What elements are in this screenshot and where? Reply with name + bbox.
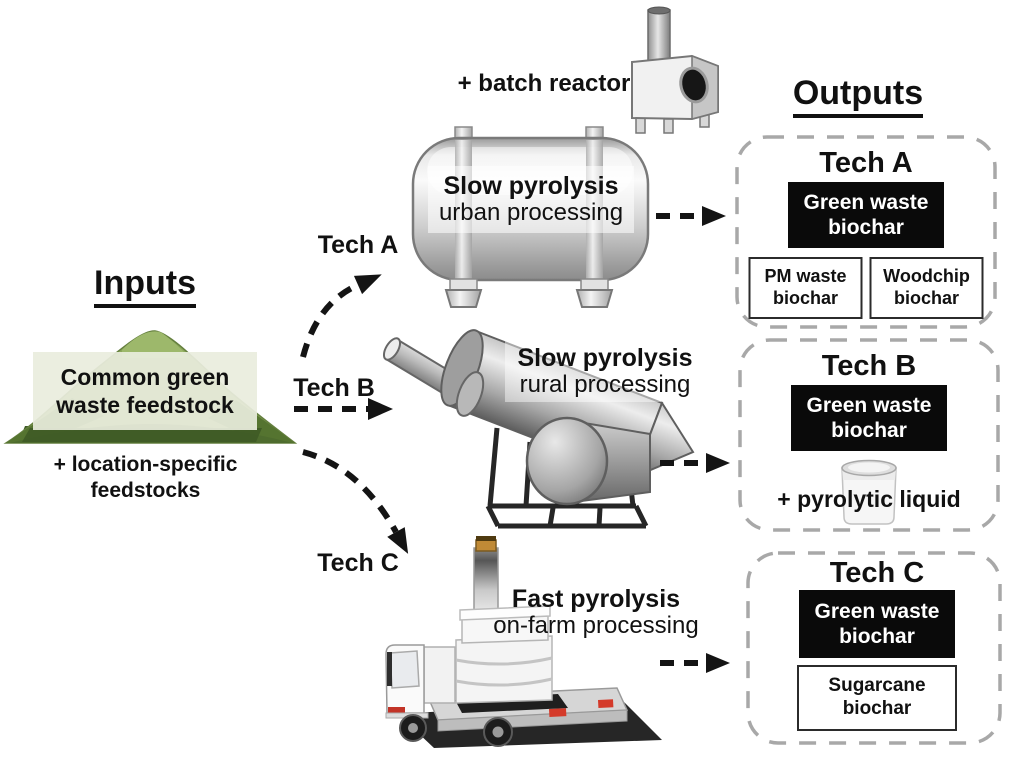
pyrolytic-liquid-note: + pyrolytic liquid [777, 486, 961, 512]
process-b-name: Slow pyrolysis [517, 344, 693, 372]
tech-c-output-group: Tech C Green waste biochar Sugarcane bio… [748, 553, 1006, 743]
tech-c-secondary-outputs: Sugarcane biochar [797, 665, 957, 731]
pm-waste-biochar-box: PM waste biochar [748, 257, 863, 319]
tech-a-route-label: Tech A [317, 231, 399, 259]
arrowhead-tech-a [353, 274, 382, 295]
tech-b-primary-output: Green waste biochar [791, 385, 947, 451]
tech-a-group-border [735, 135, 997, 329]
tech-c-group-border [746, 551, 1002, 745]
arrowhead-output-b [706, 453, 730, 473]
flatbed-truck-icon [385, 536, 662, 748]
batch-reactor-label: + batch reactor [457, 70, 631, 97]
tech-c-group-title: Tech C [829, 557, 925, 589]
woodchip-biochar-box: Woodchip biochar [869, 257, 984, 319]
tech-a-secondary-outputs: PM waste biochar Woodchip biochar [748, 257, 984, 319]
arrowhead-output-a [702, 206, 726, 226]
tech-a-output-group: Tech A Green waste biochar PM waste bioc… [737, 137, 995, 327]
tech-b-group-border [738, 338, 1000, 532]
tech-c-route-label: Tech C [317, 549, 399, 577]
arrowhead-tech-b [368, 398, 393, 420]
inputs-title: Inputs [70, 264, 220, 308]
process-c-name: Fast pyrolysis [511, 585, 681, 613]
flow-arrows [294, 206, 730, 673]
kiln-process-label: Slow pyrolysis rural processing [505, 341, 705, 402]
sugarcane-biochar-box: Sugarcane biochar [797, 665, 957, 731]
tech-a-group-title: Tech A [819, 147, 913, 179]
process-b-mode: rural processing [519, 371, 691, 398]
batch-reactor-icon [631, 6, 719, 134]
truck-process-label: Fast pyrolysis on-farm processing [485, 585, 707, 640]
tank-process-label: Slow pyrolysis urban processing [428, 166, 634, 233]
tech-b-route-label: Tech B [293, 374, 375, 402]
tech-b-output-group: Tech B Green waste biochar + pyrolytic l… [740, 340, 998, 530]
rotary-kiln-icon [382, 329, 695, 529]
feedstock-label: Common green waste feedstock [33, 352, 257, 430]
pyrolytic-liquid-jar-icon [838, 456, 900, 531]
tech-b-group-title: Tech B [821, 350, 917, 382]
arrow-tech-c [302, 449, 399, 534]
process-c-mode: on-farm processing [493, 612, 699, 639]
tech-a-primary-output: Green waste biochar [788, 182, 944, 248]
tech-c-primary-output: Green waste biochar [799, 590, 955, 658]
process-a-name: Slow pyrolysis [443, 172, 619, 200]
process-a-mode: urban processing [438, 199, 624, 226]
location-specific-note: + location-specific feedstocks [53, 453, 238, 503]
arrow-tech-a [300, 282, 360, 358]
outputs-title: Outputs [773, 74, 943, 118]
output-group-borders [735, 135, 1002, 745]
arrowhead-tech-c [387, 527, 409, 554]
arrowhead-output-c [706, 653, 730, 673]
